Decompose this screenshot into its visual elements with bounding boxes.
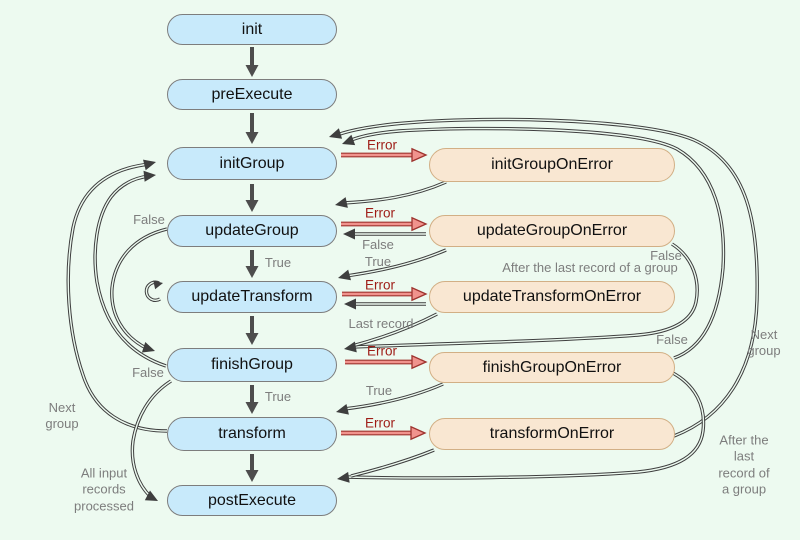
edge-label-false-updategroup-left: False bbox=[133, 211, 165, 227]
edge-label-true-finishgroup-onerror: True bbox=[365, 382, 393, 398]
edge-label-false-finishgroup-left: False bbox=[132, 364, 164, 380]
edge-label-after-last-record-mid: After the last record of a group bbox=[502, 259, 678, 275]
edge-label-error-transform: Error bbox=[365, 415, 395, 431]
edge-label-error-updatetransform: Error bbox=[365, 277, 395, 293]
edge-label-next-group-right: Next group bbox=[747, 326, 781, 358]
node-updategroup: updateGroup bbox=[167, 215, 337, 247]
connector-transform-to-initgroup-next-group bbox=[66, 159, 168, 433]
node-finishgroup: finishGroup bbox=[167, 348, 337, 382]
edge-label-error-initgroup: Error bbox=[367, 137, 397, 153]
node-finishgroup-onerror: finishGroupOnError bbox=[429, 352, 675, 383]
node-updategroup-onerror: updateGroupOnError bbox=[429, 215, 675, 247]
node-updatetransform: updateTransform bbox=[167, 281, 337, 313]
edge-label-all-input-records: All input records processed bbox=[74, 465, 134, 514]
connector-updatetransformonerror-return bbox=[344, 298, 426, 310]
node-init: init bbox=[167, 14, 337, 45]
edge-label-error-finishgroup: Error bbox=[367, 343, 397, 359]
node-preexecute: preExecute bbox=[167, 79, 337, 110]
edge-label-next-group-left: Next group bbox=[45, 399, 79, 431]
edge-label-true-finishgroup-down: True bbox=[264, 388, 292, 404]
connector-updategroup-false-to-finishgroup bbox=[110, 227, 168, 353]
edge-label-last-record: Last record bbox=[348, 315, 414, 331]
node-initgroup-onerror: initGroupOnError bbox=[429, 148, 675, 182]
node-initgroup: initGroup bbox=[167, 147, 337, 180]
edge-label-error-updategroup: Error bbox=[365, 205, 395, 221]
node-transform: transform bbox=[167, 417, 337, 451]
node-postexecute: postExecute bbox=[167, 485, 337, 516]
connector-finishgroup-to-postexecute-all-input bbox=[130, 379, 172, 501]
edge-label-after-last-record-right: After the last record of a group bbox=[718, 432, 770, 497]
connector-updatetransform-self-loop bbox=[144, 280, 163, 302]
edge-label-true-updategroup-down: True bbox=[264, 254, 292, 270]
node-updatetransform-onerror: updateTransformOnError bbox=[429, 281, 675, 313]
edge-label-false-updategroup-return: False bbox=[362, 236, 394, 252]
connector-finishgroup-false-to-initgroup bbox=[93, 170, 167, 368]
edge-label-true-updategroup-onerror: True bbox=[364, 253, 392, 269]
edge-label-false-finishgroup-onerror: False bbox=[656, 331, 688, 347]
node-transform-onerror: transformOnError bbox=[429, 418, 675, 450]
connector-transformonerror-to-postexecute bbox=[337, 448, 435, 483]
